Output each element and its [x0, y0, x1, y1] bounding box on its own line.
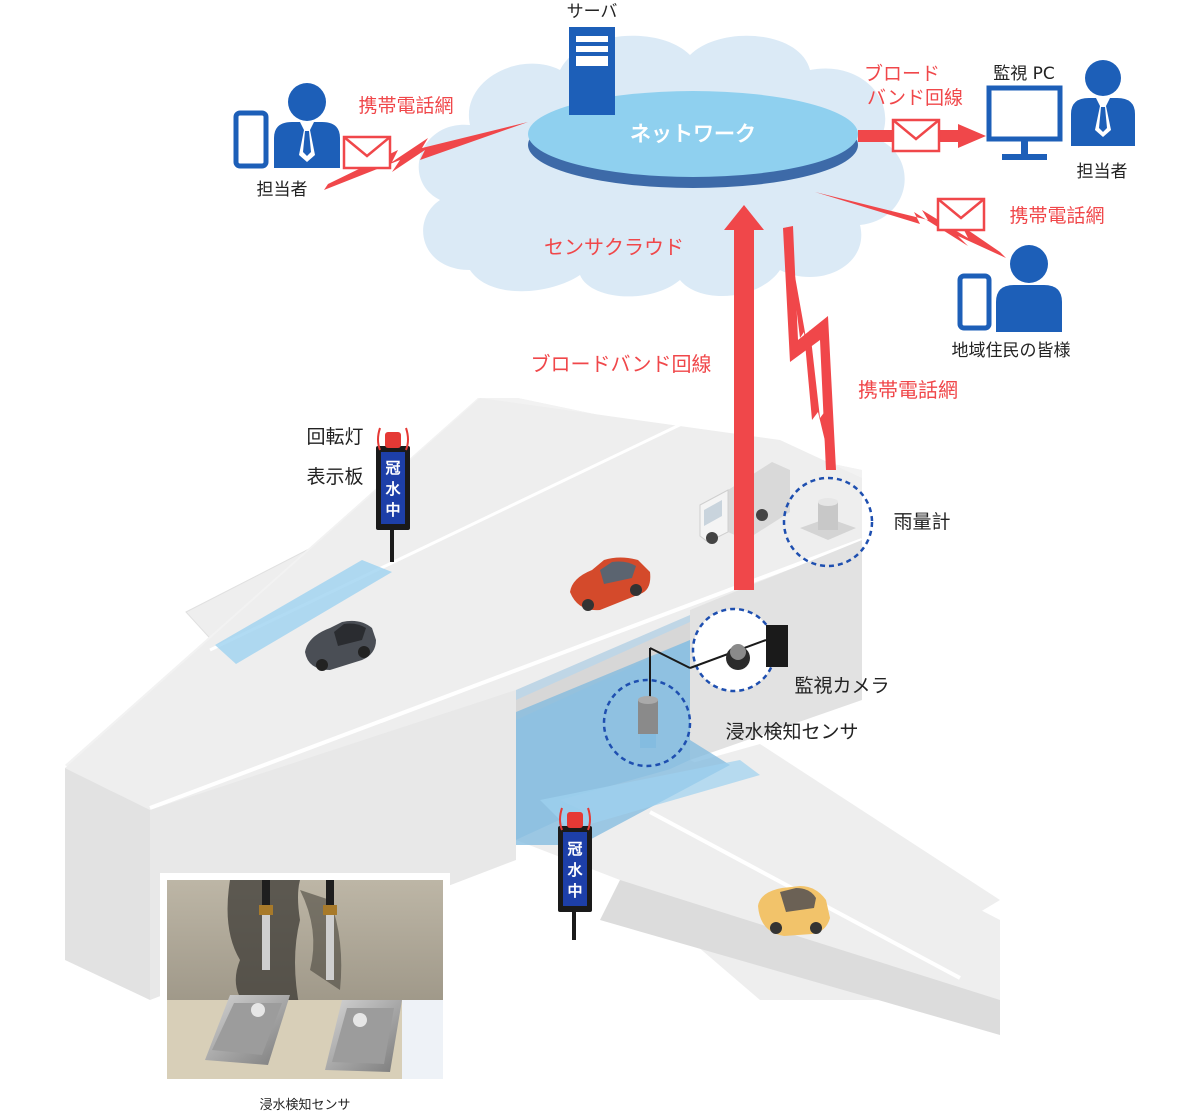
monitor-icon [986, 85, 1063, 160]
sensor-cloud-label: センサクラウド [544, 235, 684, 259]
residents-label: 地域住民の皆様 [952, 341, 1071, 361]
server-icon [569, 27, 615, 115]
smartphone-icon [233, 110, 269, 169]
rotating-light-label: 回転灯 [306, 426, 363, 448]
rotating-light-icon [377, 427, 409, 451]
rain-gauge-label: 雨量計 [893, 511, 950, 533]
camera-label: 監視カメラ [794, 675, 889, 697]
flood-sensor-icon [602, 678, 692, 768]
flood-sensor-label: 浸水検知センサ [725, 721, 858, 743]
smartphone-icon [957, 273, 992, 331]
broadband-uplink-label: ブロードバンド回線 [531, 352, 712, 376]
car-icon [305, 620, 376, 671]
flood-sensor-photo [160, 873, 450, 1086]
pc-link-label-line1: ブロード [864, 62, 940, 85]
upper-sign-post: 冠 水 中 [376, 427, 410, 562]
broadband-uplink-arrow [724, 205, 764, 590]
left-link-label: 携帯電話網 [358, 95, 453, 117]
rotating-light-icon [559, 807, 591, 831]
server-label: サーバ [567, 2, 618, 22]
mail-icon [891, 118, 941, 153]
sign-char: 水 [385, 480, 401, 498]
sign-char: 水 [567, 861, 583, 879]
mail-icon [342, 135, 392, 170]
pc-link-label-line2: バンド回線 [867, 87, 963, 109]
mobile-uplink-label: 携帯電話網 [858, 378, 958, 402]
photo-caption: 浸水検知センサ [259, 1097, 350, 1113]
left-mobile-link [324, 122, 528, 190]
person-icon [274, 83, 340, 168]
network-label: ネットワーク [630, 122, 756, 146]
lower-sign-post: 冠 水 中 [558, 807, 592, 940]
person-icon [996, 245, 1062, 332]
sign-char: 中 [385, 501, 400, 519]
monitor-pc-label: 監視 PC [993, 64, 1055, 84]
person-icon [1071, 60, 1135, 146]
car-icon [570, 557, 651, 611]
resident-link-label: 携帯電話網 [1009, 205, 1104, 227]
left-water-pool [215, 560, 392, 664]
display-board-label: 表示板 [306, 466, 363, 488]
left-person-label: 担当者 [257, 180, 308, 200]
sign-char: 冠 [567, 840, 582, 858]
camera-icon [649, 607, 788, 705]
sign-char: 冠 [385, 459, 400, 477]
rain-gauge-icon [782, 476, 874, 568]
right-person-label: 担当者 [1077, 162, 1128, 182]
sign-char: 中 [567, 882, 582, 900]
mail-icon [936, 197, 986, 232]
car-icon [758, 886, 830, 936]
